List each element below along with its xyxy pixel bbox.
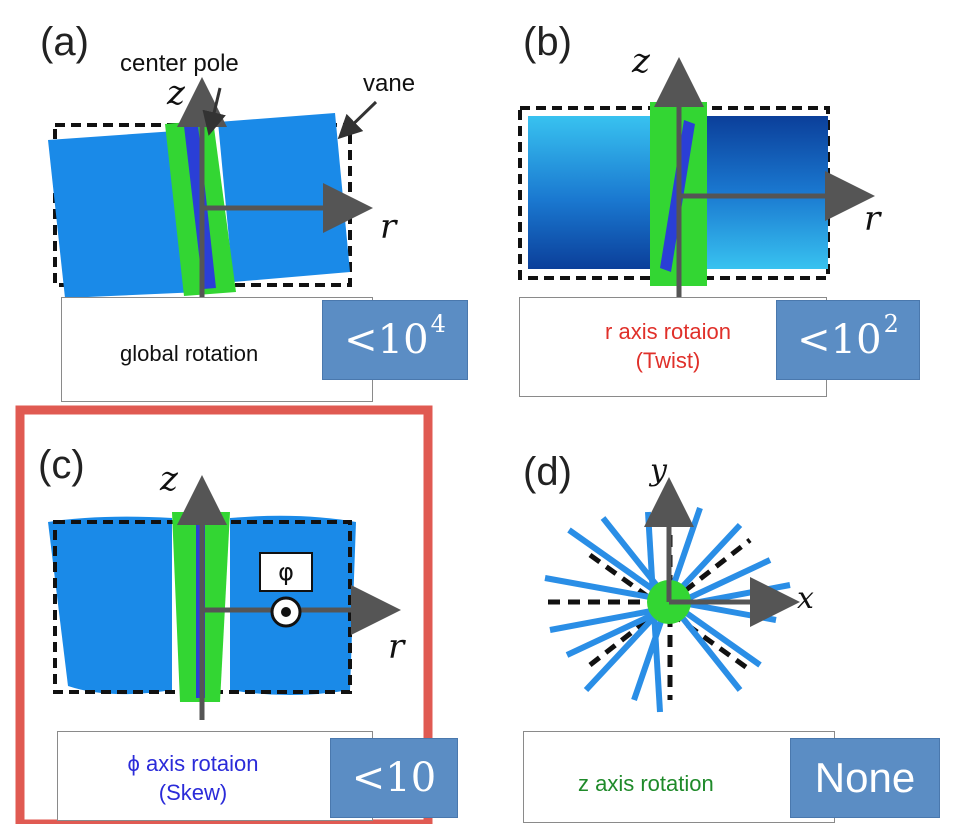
panel-a-right-vane: [218, 113, 350, 282]
panel-c-left-vane: [48, 516, 172, 695]
panel-a-vane-pointer: [337, 100, 378, 140]
panel-b-caption-line2: (Twist): [635, 347, 701, 373]
panel-c-phi-box: φ: [259, 552, 313, 592]
panel-d-caption: z axis rotation: [578, 771, 714, 796]
panel-a-center-pole-pointer: [202, 87, 226, 136]
panel-c-r-label: r: [388, 627, 405, 667]
panel-c-badge: <10: [330, 738, 458, 818]
panel-a-tag: (a): [40, 20, 89, 64]
panel-a-r-label: r: [380, 207, 397, 247]
panel-a-badge-exponent: 4: [430, 310, 446, 338]
panel-a-graphic: [48, 77, 378, 312]
panel-b-z-label: z: [632, 41, 650, 81]
panel-a-caption: global rotation: [120, 341, 259, 366]
panel-c-tag: (c): [38, 443, 85, 487]
panel-c-caption-box: ϕ axis rotaion (Skew): [57, 731, 373, 821]
panel-d-tag: (d): [523, 450, 572, 494]
panel-c-caption-line2: (Skew): [158, 779, 228, 805]
panel-a-badge-base: <10: [344, 317, 429, 363]
panel-c-graphic: [15, 405, 433, 824]
panel-c-out-of-plane-dot: [281, 607, 291, 617]
panel-d-x-label: x: [797, 581, 814, 616]
panel-b-tag: (b): [523, 20, 572, 64]
panel-d-graphic: [544, 477, 800, 713]
panel-b-left-vane: [528, 116, 653, 269]
panel-a-left-vane: [48, 130, 200, 298]
panel-b-badge-base: <10: [797, 317, 882, 363]
panel-b-graphic: [518, 57, 875, 308]
panel-d-y-label: y: [650, 453, 667, 488]
panel-c-z-label: z: [160, 459, 178, 499]
panel-c-caption: ϕ axis rotaion (Skew): [98, 750, 288, 807]
panel-c-caption-line1: ϕ axis rotaion: [127, 751, 259, 776]
panel-d-caption-box: z axis rotation: [523, 731, 835, 823]
panel-b-r-label: r: [864, 199, 881, 239]
panel-b-caption-box: r axis rotaion (Twist): [519, 297, 827, 397]
panel-b-caption: r axis rotaion (Twist): [558, 318, 778, 375]
vane-label: vane: [363, 70, 416, 97]
panel-b-right-vane: [705, 116, 828, 269]
panel-a-caption-box: global rotation: [61, 297, 373, 402]
panel-b-caption-line1: r axis rotaion: [605, 319, 731, 344]
panel-c-highlight-frame: [15, 405, 433, 824]
panel-d-badge: None: [790, 738, 940, 818]
panel-a-z-label: z: [167, 73, 185, 113]
panel-b-badge-exponent: 2: [883, 310, 899, 338]
center-pole-label: center pole: [120, 50, 239, 77]
